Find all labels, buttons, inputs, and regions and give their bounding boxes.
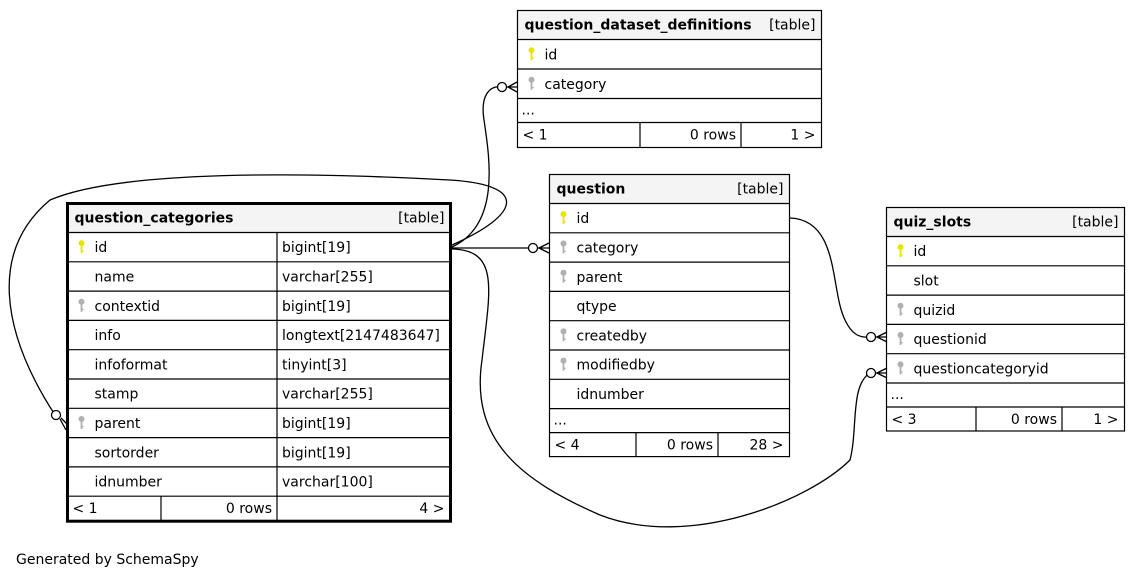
column-type: bigint[19] — [282, 416, 351, 432]
column-type: varchar[100] — [282, 475, 373, 491]
more-columns-indicator: ... — [554, 413, 567, 429]
child-count: 28 > — [750, 438, 784, 454]
table-name: question — [557, 182, 626, 198]
column-name: idnumber — [577, 387, 645, 403]
foreign-key-icon — [897, 361, 904, 375]
table-type-tag: [table] — [1072, 215, 1118, 231]
column-name: parent — [577, 270, 623, 286]
table-name: quiz_slots — [894, 215, 972, 231]
column-name: id — [95, 240, 108, 256]
child-count: 1 > — [1093, 412, 1118, 428]
column-name: quizid — [914, 303, 956, 319]
more-columns-indicator: ... — [522, 103, 535, 119]
table-type-tag: [table] — [769, 18, 815, 34]
column-name: id — [577, 211, 590, 227]
parent-count: < 4 — [555, 438, 580, 454]
column-type: varchar[255] — [282, 269, 373, 285]
table-header — [517, 10, 822, 40]
table-name: question_categories — [75, 211, 234, 227]
column-type: bigint[19] — [282, 240, 351, 256]
column-name: category — [577, 240, 639, 256]
crowfoot-marker — [875, 367, 888, 379]
edge-question-to-quiz-slots — [789, 217, 871, 338]
crowfoot-marker — [875, 331, 888, 343]
foreign-key-icon — [78, 298, 85, 312]
table-header — [549, 174, 790, 204]
optional-marker — [865, 367, 877, 379]
primary-key-icon — [897, 244, 904, 258]
table-question-dataset-definitions: question_dataset_definitions [table] id cat… — [516, 9, 823, 149]
foreign-key-icon — [560, 240, 567, 254]
table-quiz-slots: quiz_slots [table] id slot quizid questionid q… — [885, 206, 1126, 432]
column-type: bigint[19] — [282, 299, 351, 315]
table-question-categories: question_categories [table] id bigint[19] na… — [66, 202, 452, 523]
column-name: questionid — [914, 332, 987, 348]
crowfoot-marker — [537, 242, 550, 254]
foreign-key-icon — [897, 302, 904, 316]
table-border — [516, 9, 823, 149]
parent-count: < 1 — [73, 501, 98, 517]
more-columns-indicator: ... — [891, 387, 904, 403]
column-name: id — [914, 244, 927, 260]
edge-categories-to-dataset-definitions — [451, 86, 503, 248]
foreign-key-icon — [897, 332, 904, 346]
column-name: name — [95, 269, 135, 285]
table-header — [67, 203, 451, 233]
table-question: question [table] id category parent qtype crea… — [548, 173, 791, 458]
tables: question_dataset_definitions [table] id cat… — [66, 9, 1126, 523]
optional-marker — [496, 81, 508, 93]
column-type: varchar[255] — [282, 387, 373, 403]
optional-marker — [865, 331, 877, 343]
table-border — [548, 173, 791, 458]
table-type-tag: [table] — [398, 211, 444, 227]
table-border — [66, 202, 452, 523]
foreign-key-icon — [560, 357, 567, 371]
column-name: qtype — [577, 299, 617, 315]
row-count: 0 rows — [667, 438, 713, 454]
child-count: 1 > — [790, 128, 815, 144]
column-name: stamp — [95, 387, 139, 403]
generator-credit: Generated by SchemaSpy — [16, 552, 199, 568]
column-name: idnumber — [95, 475, 163, 491]
row-count: 0 rows — [690, 128, 736, 144]
table-name: question_dataset_definitions — [525, 18, 752, 34]
column-name: sortorder — [95, 445, 160, 461]
primary-key-icon — [560, 211, 567, 225]
crowfoot-marker — [506, 81, 518, 93]
column-name: modifiedby — [577, 358, 655, 374]
column-name: parent — [95, 416, 141, 432]
foreign-key-icon — [560, 269, 567, 283]
column-name: slot — [914, 273, 940, 289]
column-name: infoformat — [95, 357, 168, 373]
edge-endpoints — [50, 81, 888, 431]
column-type: longtext[2147483647] — [282, 328, 440, 344]
table-border — [885, 206, 1126, 432]
parent-count: < 3 — [892, 412, 917, 428]
foreign-key-icon — [528, 76, 535, 90]
relationship-edges — [8, 86, 871, 528]
row-count: 0 rows — [226, 501, 272, 517]
table-header — [886, 207, 1125, 237]
column-type: bigint[19] — [282, 445, 351, 461]
child-count: 4 > — [419, 501, 444, 517]
column-name: category — [545, 77, 607, 93]
table-type-tag: [table] — [737, 182, 783, 198]
optional-marker — [50, 409, 62, 421]
column-name: createdby — [577, 328, 648, 344]
column-type: tinyint[3] — [282, 357, 347, 373]
parent-count: < 1 — [523, 128, 548, 144]
edge-categories-to-quiz-slots — [451, 248, 871, 528]
column-name: id — [545, 47, 558, 63]
primary-key-icon — [528, 47, 535, 61]
optional-marker — [527, 242, 539, 254]
row-count: 0 rows — [1011, 412, 1057, 428]
column-name: info — [95, 328, 121, 344]
column-name: contextid — [95, 299, 161, 315]
primary-key-icon — [78, 240, 85, 254]
foreign-key-icon — [560, 328, 567, 342]
edge-categories-self-parent — [8, 174, 508, 416]
foreign-key-icon — [78, 415, 85, 429]
column-name: questioncategoryid — [914, 361, 1049, 377]
